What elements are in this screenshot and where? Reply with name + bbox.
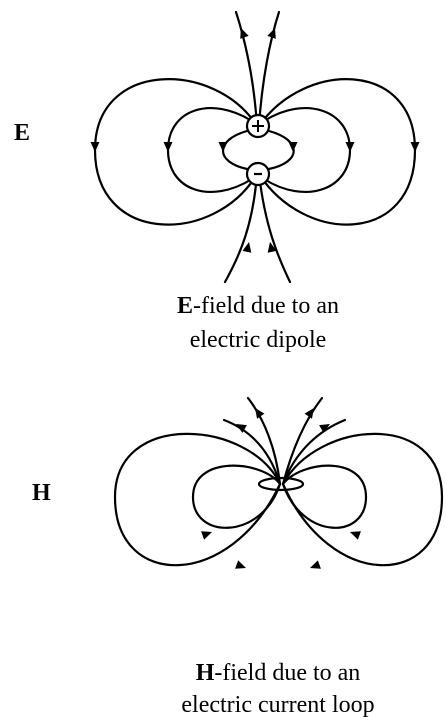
arrow-icon <box>308 560 321 573</box>
arrow-icon <box>235 560 248 573</box>
arrow-icon <box>236 26 249 39</box>
e-field-caption-rest: -field due to an <box>193 293 339 319</box>
h-field-line <box>281 396 324 486</box>
h-field-line <box>191 464 282 529</box>
arrow-icon <box>251 405 265 419</box>
arrow-icon <box>348 527 361 540</box>
e-field-caption-line1: E-field due to an <box>177 293 339 319</box>
current-loop <box>257 476 305 492</box>
e-field-line <box>257 172 292 284</box>
h-field-line <box>281 418 347 486</box>
arrow-icon <box>218 142 228 152</box>
arrow-icon <box>90 142 100 152</box>
h-field-line <box>281 432 444 567</box>
e-field-caption-line2: electric dipole <box>190 327 327 353</box>
h-field-line <box>246 396 282 486</box>
e-field-caption-bold: E <box>177 293 193 319</box>
e-field-line <box>223 172 259 284</box>
e-field-line <box>234 10 259 128</box>
e-field-line <box>221 129 249 171</box>
h-field-caption-rest: -field due to an <box>214 660 360 686</box>
h-field-label: H <box>32 480 51 506</box>
e-field-line <box>257 10 281 128</box>
e-field-line <box>166 106 254 194</box>
negative-charge: - <box>245 161 271 187</box>
h-field-arrows <box>201 405 361 573</box>
arrow-icon <box>345 142 355 152</box>
h-field-line <box>113 432 282 567</box>
e-field-label: E <box>14 120 30 146</box>
h-field-caption-bold: H <box>196 660 215 686</box>
arrow-icon <box>163 142 173 152</box>
h-field-line <box>281 464 368 529</box>
h-field-caption-line1: H-field due to an <box>196 660 361 686</box>
positive-charge: + <box>245 113 271 139</box>
e-field-line <box>267 129 295 171</box>
e-field-arrows <box>90 26 420 253</box>
arrow-icon <box>288 142 298 152</box>
e-field-line <box>262 106 352 194</box>
arrow-icon <box>201 527 214 540</box>
e-field-line <box>93 78 259 226</box>
e-field-lines <box>93 10 417 284</box>
arrow-icon <box>410 142 420 152</box>
h-field-lines <box>113 396 444 567</box>
e-field-line <box>257 78 417 226</box>
h-field-line <box>222 418 282 486</box>
h-field-caption-line2: electric current loop <box>181 692 374 717</box>
